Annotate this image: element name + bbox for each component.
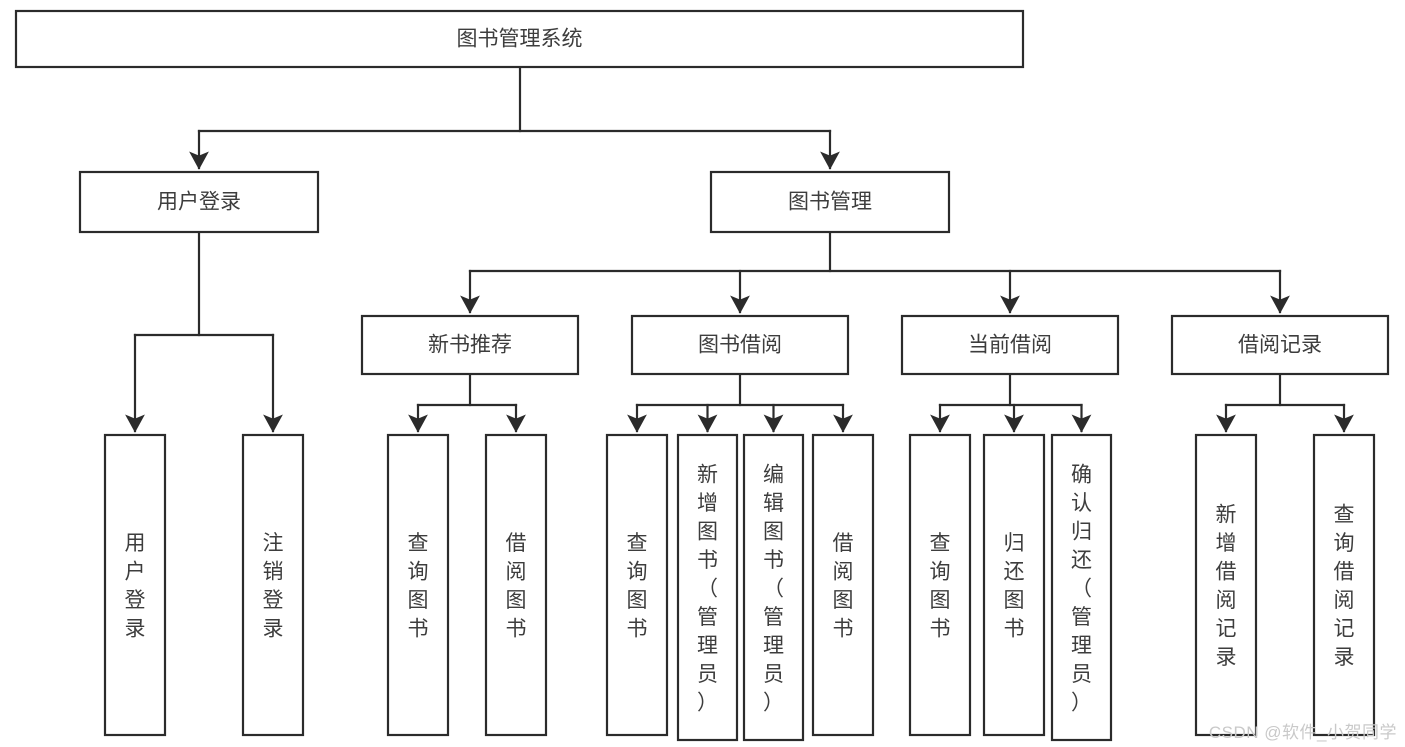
node-book-borrow-label: 图书借阅 — [698, 334, 782, 357]
node-leaf-borrow-book[interactable]: 借阅图书 — [811, 433, 875, 737]
node-leaf-borrow-book-box — [811, 433, 875, 737]
node-leaf-return-book-label: 归还图书 — [1004, 532, 1025, 641]
node-leaf-confirm-return-box — [1050, 433, 1113, 742]
node-leaf-edit-book-box — [742, 433, 805, 742]
node-leaf-query-book-current[interactable]: 查询图书 — [908, 433, 972, 737]
node-leaf-add-record-label: 新增借阅记录 — [1216, 504, 1237, 670]
node-leaf-logout-label: 注销登录 — [263, 532, 284, 641]
node-leaf-add-record-box — [1194, 433, 1258, 737]
node-leaf-query-book-rec[interactable]: 查询图书 — [386, 433, 450, 737]
node-leaf-edit-book-label: 编辑图书（管理员） — [763, 463, 784, 714]
node-borrow-record-box — [1170, 314, 1390, 376]
node-current-borrow[interactable]: 当前借阅 — [900, 314, 1120, 376]
node-user-login-box — [78, 170, 320, 234]
node-book-borrow[interactable]: 图书借阅 — [630, 314, 850, 376]
node-layer: 图书管理系统用户登录图书管理新书推荐图书借阅当前借阅借阅记录用户登录注销登录查询… — [14, 9, 1390, 742]
node-leaf-return-book-box — [982, 433, 1046, 737]
node-book-manage-label: 图书管理 — [788, 191, 872, 214]
node-leaf-query-book-rec-box — [386, 433, 450, 737]
node-leaf-confirm-return[interactable]: 确认归还（管理员） — [1050, 433, 1113, 742]
node-new-book-rec[interactable]: 新书推荐 — [360, 314, 580, 376]
node-leaf-query-book-current-box — [908, 433, 972, 737]
node-book-manage[interactable]: 图书管理 — [709, 170, 951, 234]
node-leaf-add-book[interactable]: 新增图书（管理员） — [676, 433, 739, 742]
node-root[interactable]: 图书管理系统 — [14, 9, 1025, 69]
node-leaf-confirm-return-label: 确认归还（管理员） — [1071, 463, 1092, 714]
node-leaf-user-login-box — [103, 433, 167, 737]
node-book-borrow-box — [630, 314, 850, 376]
node-leaf-return-book[interactable]: 归还图书 — [982, 433, 1046, 737]
node-book-manage-box — [709, 170, 951, 234]
node-leaf-query-record-box — [1312, 433, 1376, 737]
node-new-book-rec-label: 新书推荐 — [428, 334, 512, 357]
node-leaf-user-login-label: 用户登录 — [125, 532, 146, 641]
node-user-login[interactable]: 用户登录 — [78, 170, 320, 234]
node-leaf-logout-box — [241, 433, 305, 737]
connector-layer — [125, 65, 1354, 433]
node-leaf-borrow-book-rec[interactable]: 借阅图书 — [484, 433, 548, 737]
node-root-label: 图书管理系统 — [457, 28, 583, 51]
node-leaf-query-book-borrow-label: 查询图书 — [627, 532, 648, 641]
node-leaf-query-book-borrow[interactable]: 查询图书 — [605, 433, 669, 737]
node-leaf-user-login[interactable]: 用户登录 — [103, 433, 167, 737]
node-leaf-query-record[interactable]: 查询借阅记录 — [1312, 433, 1376, 737]
node-borrow-record[interactable]: 借阅记录 — [1170, 314, 1390, 376]
node-leaf-query-book-borrow-box — [605, 433, 669, 737]
node-user-login-label: 用户登录 — [157, 191, 241, 214]
node-leaf-query-record-label: 查询借阅记录 — [1334, 504, 1355, 670]
node-leaf-logout[interactable]: 注销登录 — [241, 433, 305, 737]
node-leaf-borrow-book-label: 借阅图书 — [833, 532, 854, 641]
node-borrow-record-label: 借阅记录 — [1238, 334, 1322, 357]
node-leaf-query-book-rec-label: 查询图书 — [408, 532, 429, 641]
watermark-text: CSDN @软件_小贺同学 — [1208, 723, 1397, 742]
node-root-box — [14, 9, 1025, 69]
node-current-borrow-box — [900, 314, 1120, 376]
node-leaf-borrow-book-rec-label: 借阅图书 — [506, 532, 527, 641]
node-leaf-add-record[interactable]: 新增借阅记录 — [1194, 433, 1258, 737]
node-new-book-rec-box — [360, 314, 580, 376]
node-leaf-query-book-current-label: 查询图书 — [930, 532, 951, 641]
node-leaf-edit-book[interactable]: 编辑图书（管理员） — [742, 433, 805, 742]
node-leaf-borrow-book-rec-box — [484, 433, 548, 737]
node-leaf-add-book-label: 新增图书（管理员） — [697, 463, 718, 714]
node-leaf-add-book-box — [676, 433, 739, 742]
node-current-borrow-label: 当前借阅 — [968, 334, 1052, 357]
